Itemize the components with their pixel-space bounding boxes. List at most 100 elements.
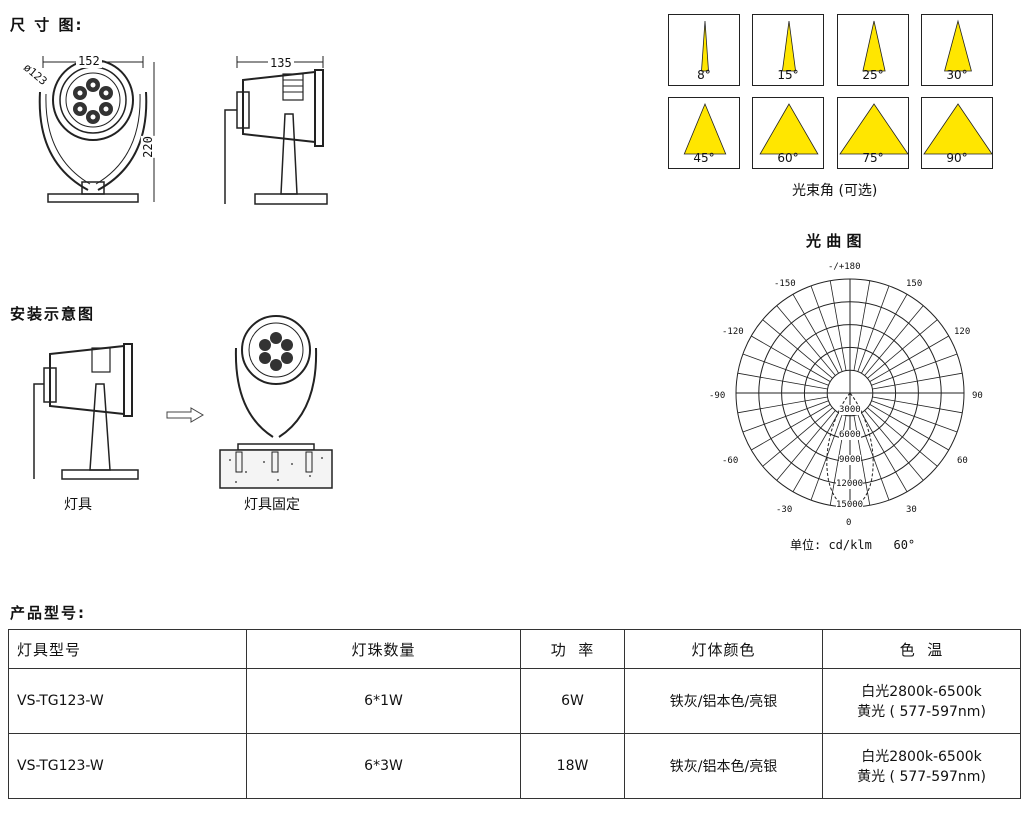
temp-yellow: 黄光 ( 577-597nm) <box>857 769 986 785</box>
beam-box: 8° <box>668 14 740 86</box>
polar-spoke <box>869 335 949 382</box>
cell-model: VS-TG123-W <box>8 733 247 799</box>
beam-box: 25° <box>837 14 909 86</box>
beam-label: 90° <box>946 151 968 165</box>
polar-label-p90: 90 <box>972 391 983 401</box>
dim-height: 220 <box>140 136 155 158</box>
polar-radial-label: 12000 <box>836 479 864 489</box>
polar-spoke <box>871 400 958 433</box>
install-lamp-label: 灯具 <box>64 497 92 513</box>
polar-spoke <box>857 414 890 501</box>
beam-cone <box>862 20 886 72</box>
cell-power: 18W <box>520 733 625 799</box>
product-table: 灯具型号 灯珠数量 功 率 灯体颜色 色 温 VS-TG123-W 6*1W 6… <box>8 629 1021 799</box>
polar-label-0: 0 <box>846 518 852 528</box>
cell-body-color: 铁灰/铝本色/亮银 <box>624 668 823 734</box>
polar-spoke <box>737 372 828 390</box>
polar-spoke <box>792 412 839 492</box>
polar-spoke <box>853 280 871 371</box>
polar-spoke <box>861 412 908 492</box>
polar-label-180: -/+180 <box>828 262 861 272</box>
beam-cone <box>781 20 797 72</box>
polar-unit: 单位: cd/klm 60° <box>790 538 916 552</box>
polar-spoke <box>861 294 908 374</box>
polar-label-m150: -150 <box>774 279 796 289</box>
side-view-drawing <box>224 56 328 205</box>
polar-spoke <box>776 410 836 481</box>
beam-cone <box>759 103 819 155</box>
cell-model: VS-TG123-W <box>8 668 247 734</box>
polar-spoke <box>776 305 836 376</box>
cell-leds: 6*3W <box>246 733 521 799</box>
product-section-title: 产品型号: <box>10 604 86 622</box>
polar-label-p120: 120 <box>954 327 971 337</box>
polar-label-p60: 60 <box>957 456 968 466</box>
polar-spoke <box>867 319 938 379</box>
dim-width-front: 152 <box>76 54 102 68</box>
dimension-section-title: 尺 寸 图: <box>10 16 84 34</box>
table-row: VS-TG123-W 6*1W 6W 铁灰/铝本色/亮银 白光2800k-650… <box>8 668 1021 734</box>
temp-white: 白光2800k-6500k <box>861 749 982 765</box>
beam-caption: 光束角 (可选) <box>792 183 878 199</box>
install-fixed-drawing <box>219 315 333 489</box>
beam-cone <box>923 103 993 155</box>
polar-spoke <box>864 410 924 481</box>
beam-label: 15° <box>777 68 799 82</box>
polar-label-p30: 30 <box>906 505 917 515</box>
polar-radial-label: 6000 <box>839 430 861 440</box>
polar-spoke <box>737 396 828 414</box>
beam-label: 60° <box>777 151 799 165</box>
polar-title: 光 曲 图 <box>806 232 862 250</box>
beam-cone <box>839 103 909 155</box>
temp-yellow: 黄光 ( 577-597nm) <box>857 704 986 720</box>
install-section-title: 安装示意图 <box>10 305 96 323</box>
table-row: VS-TG123-W 6*3W 18W 铁灰/铝本色/亮银 白光2800k-65… <box>8 733 1021 799</box>
beam-box: 75° <box>837 97 909 169</box>
beam-box: 30° <box>921 14 993 86</box>
beam-box: 45° <box>668 97 740 169</box>
polar-spoke <box>742 400 829 433</box>
beam-box: 60° <box>752 97 824 169</box>
polar-radial-label: 9000 <box>839 455 861 465</box>
cell-power: 6W <box>520 668 625 734</box>
header-leds: 灯珠数量 <box>246 629 521 669</box>
polar-spoke <box>751 335 831 382</box>
table-header-row: 灯具型号 灯珠数量 功 率 灯体颜色 色 温 <box>8 629 1021 669</box>
beam-label: 25° <box>862 68 884 82</box>
polar-spoke <box>742 353 829 386</box>
dim-width-side: 135 <box>268 56 294 70</box>
temp-white: 白光2800k-6500k <box>861 684 982 700</box>
polar-label-m120: -120 <box>722 327 744 337</box>
polar-label-m30: -30 <box>776 505 793 515</box>
beam-box: 90° <box>921 97 993 169</box>
beam-label: 8° <box>697 68 711 82</box>
cell-leds: 6*1W <box>246 668 521 734</box>
cell-body-color: 铁灰/铝本色/亮银 <box>624 733 823 799</box>
polar-spoke <box>864 305 924 376</box>
header-model: 灯具型号 <box>8 629 247 669</box>
polar-label-m60: -60 <box>722 456 739 466</box>
polar-spoke <box>867 407 938 467</box>
polar-spoke <box>762 407 833 467</box>
beam-cone <box>944 19 972 72</box>
polar-spoke <box>829 280 847 371</box>
polar-spoke <box>810 285 843 372</box>
header-power: 功 率 <box>520 629 625 669</box>
beam-label: 45° <box>693 151 715 165</box>
beam-box: 15° <box>752 14 824 86</box>
polar-spoke <box>872 372 963 390</box>
polar-radial-label: 3000 <box>839 405 861 415</box>
polar-spoke <box>869 404 949 451</box>
polar-spoke <box>762 319 833 379</box>
beam-cone <box>683 102 727 155</box>
cell-color-temp: 白光2800k-6500k 黄光 ( 577-597nm) <box>822 733 1021 799</box>
beam-label: 30° <box>946 68 968 82</box>
polar-spoke <box>871 353 958 386</box>
polar-radial-label: 15000 <box>836 500 864 510</box>
polar-label-p150: 150 <box>906 279 923 289</box>
install-fixed-label: 灯具固定 <box>244 497 300 513</box>
polar-spoke <box>810 414 843 501</box>
header-body-color: 灯体颜色 <box>624 629 823 669</box>
beam-label: 75° <box>862 151 884 165</box>
polar-spoke <box>751 404 831 451</box>
